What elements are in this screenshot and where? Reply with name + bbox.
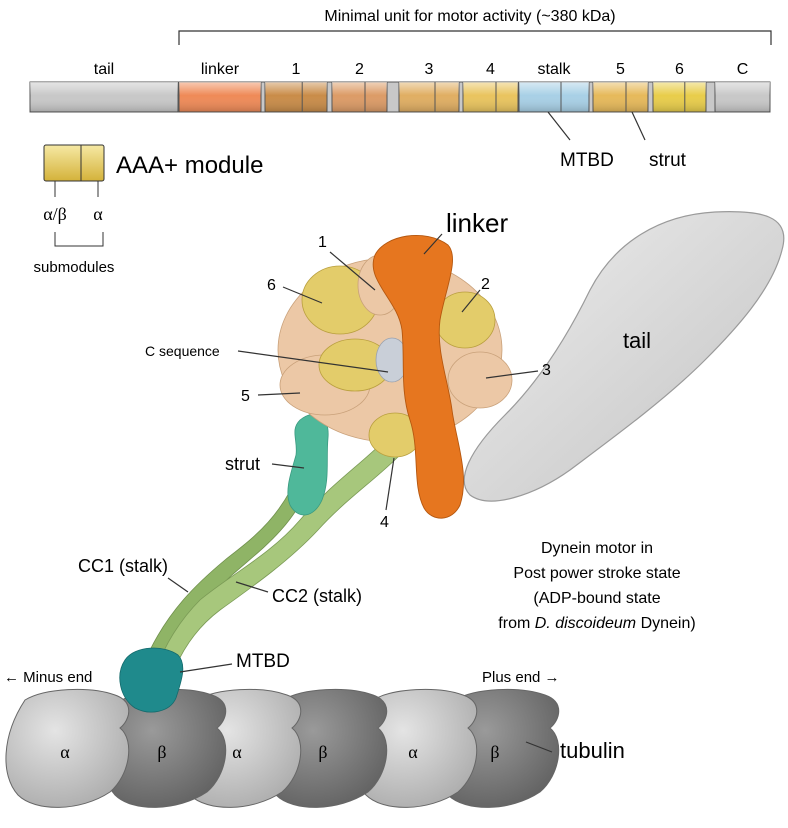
domain-segment-shade [30, 82, 178, 112]
tubulin-subunit-label: α [232, 742, 242, 762]
domain-label-6: 6 [675, 61, 684, 78]
domain-segment-shade [399, 82, 459, 112]
strut-label: strut [225, 454, 260, 474]
structure-labels: linker 1 2 3 6 C sequence 5 strut 4 CC1 … [78, 208, 551, 673]
aaa-ring [277, 234, 513, 519]
tubulin-subunit-label: β [318, 742, 327, 762]
cc2-label: CC2 (stalk) [272, 586, 362, 606]
description-line-3: (ADP-bound state [533, 590, 660, 607]
domain-label-c: C [737, 61, 749, 78]
domain-label-stalk: stalk [538, 61, 572, 78]
tubulin-label: tubulin [560, 738, 625, 763]
domain-segment-shade [332, 82, 387, 112]
domain-segment-shade [463, 82, 518, 112]
mtbd-label: MTBD [236, 651, 290, 672]
legend-alpha-beta: α/β [43, 204, 67, 224]
description-line-2: Post power stroke state [513, 565, 680, 582]
tubulin-subunit [5, 688, 130, 808]
dynein-stalk [119, 413, 401, 713]
aaa3-label: 3 [542, 362, 551, 379]
motor-unit-bracket: Minimal unit for motor activity (~380 kD… [178, 8, 772, 45]
description-line-4-suffix: Dynein) [636, 615, 696, 632]
strut-domain [287, 413, 329, 516]
microtubule: ← Minus end Plus end → tubulin α β α β α β [4, 669, 625, 808]
legend-title: AAA+ module [116, 152, 263, 179]
description-line-4: from D. discoideum Dynein) [498, 615, 695, 632]
motor-unit-label: Minimal unit for motor activity (~380 kD… [324, 8, 615, 25]
bar-callouts: MTBD strut [547, 111, 687, 171]
tubulin-subunit-label: α [408, 742, 418, 762]
tubulin-subunit-label: α [60, 742, 70, 762]
domain-segment-shade [593, 82, 648, 112]
tail-label: tail [623, 328, 651, 353]
description-line-4-species: D. discoideum [535, 615, 636, 632]
tail-domain: tail [463, 211, 785, 502]
minus-end-label: ← Minus end [4, 669, 92, 686]
legend-alpha: α [93, 204, 103, 224]
state-description: Dynein motor in Post power stroke state … [498, 540, 695, 632]
domain-label-4: 4 [486, 61, 495, 78]
domain-segment-shade [653, 82, 706, 112]
cc2-stalk [157, 439, 401, 669]
linker-label: linker [446, 208, 508, 238]
domain-label-3: 3 [425, 61, 434, 78]
aaa-module-legend: AAA+ module α/β α submodules [34, 144, 263, 276]
domain-label-5: 5 [616, 61, 625, 78]
legend-aaa-box [43, 144, 105, 182]
description-line-1: Dynein motor in [541, 540, 653, 557]
domain-label-tail: tail [94, 61, 114, 78]
mtbd-callout-label: MTBD [560, 150, 614, 171]
description-line-4-prefix: from [498, 615, 534, 632]
strut-callout-label: strut [649, 150, 687, 171]
domain-bar: tail linker 1 2 3 4 stalk 5 6 C [29, 61, 771, 113]
tubulin-subunit-label: β [157, 742, 166, 762]
linker-domain [372, 234, 464, 519]
domain-segment-shade [715, 82, 770, 112]
domain-segment-shade [179, 82, 261, 112]
legend-caption: submodules [34, 259, 115, 276]
aaa5-label: 5 [241, 388, 250, 405]
aaa2-label: 2 [481, 276, 490, 293]
aaa1-label: 1 [318, 234, 327, 251]
domain-label-2: 2 [355, 61, 364, 78]
domain-label-linker: linker [201, 61, 240, 78]
mtbd-domain [119, 647, 184, 713]
cc1-label: CC1 (stalk) [78, 556, 168, 576]
domain-segment-shade [265, 82, 327, 112]
aaa3-domain [447, 351, 513, 409]
tubulin-subunit-label: β [490, 742, 499, 762]
c-sequence-label: C sequence [145, 343, 220, 359]
aaa6-label: 6 [267, 277, 276, 294]
domain-segment-shade [519, 82, 589, 112]
domain-label-1: 1 [292, 61, 301, 78]
plus-end-label: Plus end → [482, 669, 560, 686]
aaa4-label: 4 [380, 514, 389, 531]
